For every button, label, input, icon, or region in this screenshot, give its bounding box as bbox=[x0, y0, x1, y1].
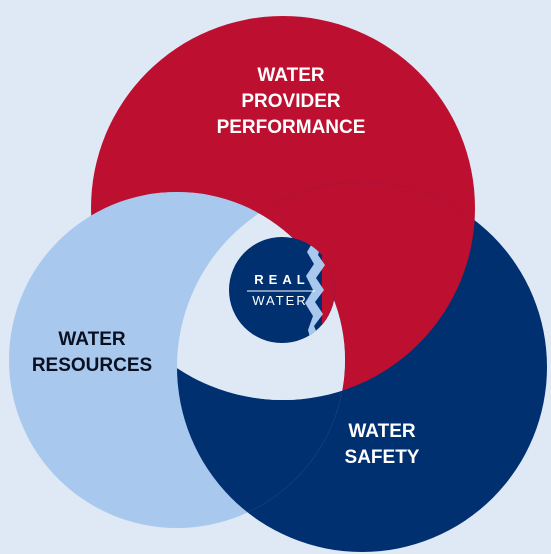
label-water-provider-performance: WATER PROVIDER PERFORMANCE bbox=[217, 65, 366, 138]
label-line: SAFETY bbox=[345, 447, 420, 468]
label-line: WATER bbox=[348, 421, 415, 442]
logo-text-water: WATER bbox=[252, 293, 308, 308]
label-line: RESOURCES bbox=[32, 355, 152, 376]
logo-badge bbox=[229, 237, 335, 343]
logo-text-real: REAL bbox=[254, 272, 309, 287]
label-line: PROVIDER bbox=[241, 91, 341, 112]
label-line: PERFORMANCE bbox=[217, 117, 366, 138]
label-water-safety: WATER SAFETY bbox=[345, 421, 420, 468]
label-line: WATER bbox=[58, 329, 125, 350]
label-water-resources: WATER RESOURCES bbox=[32, 329, 152, 376]
label-line: WATER bbox=[257, 65, 324, 86]
